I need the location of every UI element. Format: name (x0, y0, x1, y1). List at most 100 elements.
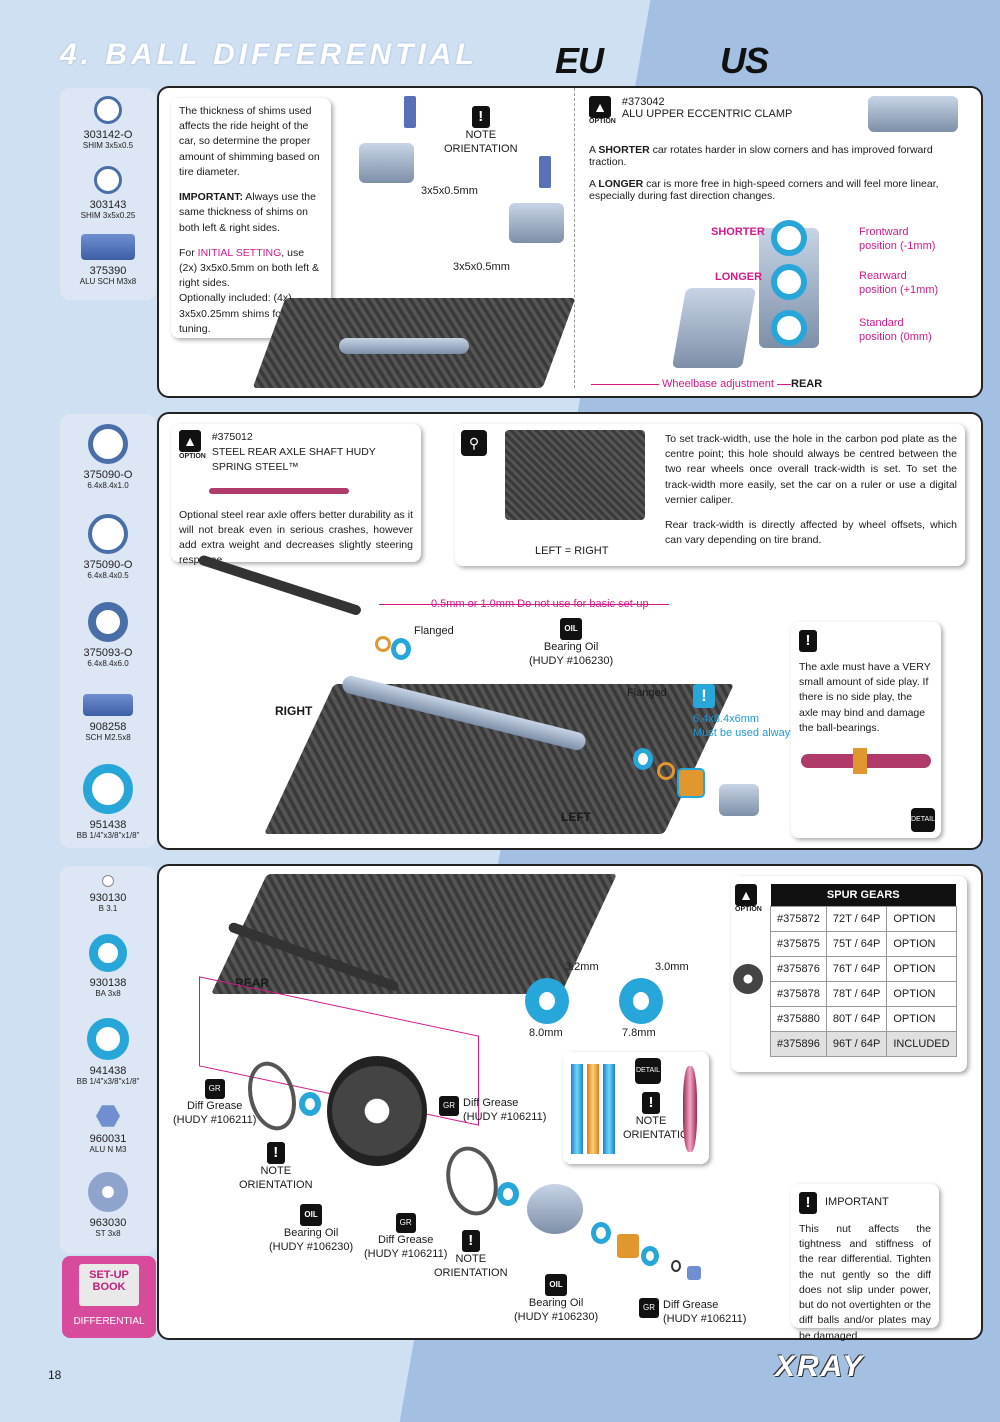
diff-grease-callout: GR Diff Grease (HUDY #106211) (173, 1078, 256, 1128)
part-desc: ALU SCH M3x8 (79, 277, 137, 286)
dim-label-diameter-1: 8.0mm (529, 1027, 563, 1039)
washer-icon (88, 1172, 128, 1212)
thumbs-up-icon: ▲ (179, 430, 201, 452)
dim-label-thickness-1: 3.2mm (565, 961, 599, 973)
spur-gear-teeth: 75T / 64P (825, 931, 888, 957)
eccentric-bushing-icon (771, 264, 807, 300)
magnifier-icon: ⚲ (461, 430, 487, 456)
ball-bearing-icon (83, 764, 133, 814)
shorter-tag: SHORTER (711, 226, 765, 238)
spur-gear-status: OPTION (886, 1006, 957, 1032)
spacer-icon (88, 602, 128, 642)
thumbs-up-icon: ▲ (589, 96, 611, 118)
step-1-panel: The thickness of shims used affects the … (157, 86, 983, 398)
shorter-text: A SHORTER car rotates harder in slow cor… (589, 144, 933, 168)
shim-label: 3x5x0.5mm (453, 261, 510, 273)
option-badge: ▲ OPTION (589, 96, 616, 125)
spur-gear-teeth: 96T / 64P (825, 1031, 888, 1057)
part-number: 303142-O (83, 129, 133, 141)
carbon-pod-illustration (505, 430, 645, 520)
screw-icon (81, 234, 135, 260)
shim-icon (657, 762, 675, 780)
spur-gear-status: INCLUDED (886, 1031, 957, 1057)
diff-ring-side-icon (603, 1064, 615, 1154)
frontward-position-label: Frontward position (-1mm) (859, 226, 936, 253)
important-text: This nut affects the tightness and stiff… (799, 1223, 931, 1342)
standard-position-label: Standard position (0mm) (859, 317, 932, 344)
steel-axle-illustration (209, 487, 349, 494)
track-width-note: Rear track-width is directly affected by… (665, 519, 957, 547)
exclamation-icon: ! (266, 1142, 285, 1164)
spur-gear-status: OPTION (886, 981, 957, 1007)
part-number: 375390 (89, 265, 127, 277)
shim-icon (94, 96, 122, 124)
part-item: 303142-O SHIM 3x5x0.5 (60, 96, 156, 150)
spur-gear-teeth: 78T / 64P (825, 981, 888, 1007)
shim-warning-line (379, 604, 669, 605)
option-description: Optional steel rear axle offers better d… (179, 508, 413, 567)
clamp-left-illustration (359, 143, 414, 183)
clamp-right-illustration (509, 203, 564, 243)
ball-bearing-icon (391, 638, 411, 660)
grease-icon: GR (204, 1079, 225, 1099)
shim-icon (88, 424, 128, 464)
spur-gear-status: OPTION (886, 931, 957, 957)
bearing-oil-callout: OIL Bearing Oil (HUDY #106230) (529, 618, 613, 669)
setup-book-label: DIFFERENTIAL (73, 1316, 145, 1327)
oil-icon: OIL (300, 1204, 323, 1226)
flanged-label: Flanged (627, 687, 667, 699)
step-3-panel: REAR 3.2mm 3.0mm 8.0mm 7.8mm GR Diff Gre… (157, 864, 983, 1342)
note-orientation-callout: ! NOTE ORIENTATION (239, 1142, 313, 1192)
parts-list-step-1: 303142-O SHIM 3x5x0.5 303143 SHIM 3x5x0.… (60, 88, 156, 300)
part-item: 303143 SHIM 3x5x0.25 (60, 166, 156, 220)
spur-gear-icon (327, 1056, 427, 1166)
track-width-card: ⚲ LEFT = RIGHT To set track-width, use t… (455, 424, 965, 566)
eccentric-bushing-icon (771, 310, 807, 346)
setup-book-badge: SET-UP BOOK DIFFERENTIAL (62, 1256, 156, 1338)
spur-gear-teeth: 72T / 64P (825, 906, 888, 932)
right-label: RIGHT (275, 704, 313, 718)
detail-icon: DETAIL (635, 1058, 661, 1084)
info-icon: ! (693, 684, 715, 708)
dim-label-thickness-2: 3.0mm (655, 961, 689, 973)
part-desc: SHIM 3x5x0.25 (80, 211, 136, 220)
exclamation-icon: ! (471, 106, 490, 128)
shim-note-p1: The thickness of shims used affects the … (179, 105, 320, 178)
nut-icon (687, 1266, 701, 1280)
diff-ring-side-icon (571, 1064, 583, 1154)
detail-icon: DETAIL (911, 808, 935, 832)
nut-icon (96, 1105, 120, 1127)
left-label: LEFT (561, 810, 591, 824)
exclamation-icon: ! (799, 630, 817, 652)
diff-plate-side-icon (587, 1064, 599, 1154)
washer-icon (671, 1260, 681, 1272)
page-number: 18 (48, 1368, 62, 1382)
hub-illustration (719, 784, 759, 816)
clamp-illustration (868, 96, 959, 132)
spur-gear-status: OPTION (886, 906, 957, 932)
oil-icon: OIL (560, 618, 583, 640)
suspension-arm-illustration (671, 288, 757, 368)
diff-hub-illustration (527, 1184, 583, 1234)
spacer-detail-illustration (853, 748, 867, 774)
screw-icon (539, 156, 551, 188)
spur-gear-part-number: #375876 (770, 956, 827, 982)
chassis-illustration (264, 684, 734, 834)
spur-gear-part-number: #375878 (770, 981, 827, 1007)
spur-gear-part-number: #375875 (770, 931, 827, 957)
screw-icon (404, 96, 416, 128)
part-desc: SHIM 3x5x0.5 (82, 141, 134, 150)
spur-gear-status: OPTION (886, 956, 957, 982)
diff-grease-callout: GR Diff Grease (HUDY #106211) (364, 1212, 447, 1262)
diff-ring-icon (525, 978, 569, 1024)
shim-note-p3: For INITIAL SETTING, use (2x) 3x5x0.5mm … (179, 246, 320, 290)
wheelbase-label: Wheelbase adjustment (659, 377, 777, 392)
longer-tag: LONGER (715, 271, 763, 283)
spur-gear-part-number: #375896 (770, 1031, 827, 1057)
